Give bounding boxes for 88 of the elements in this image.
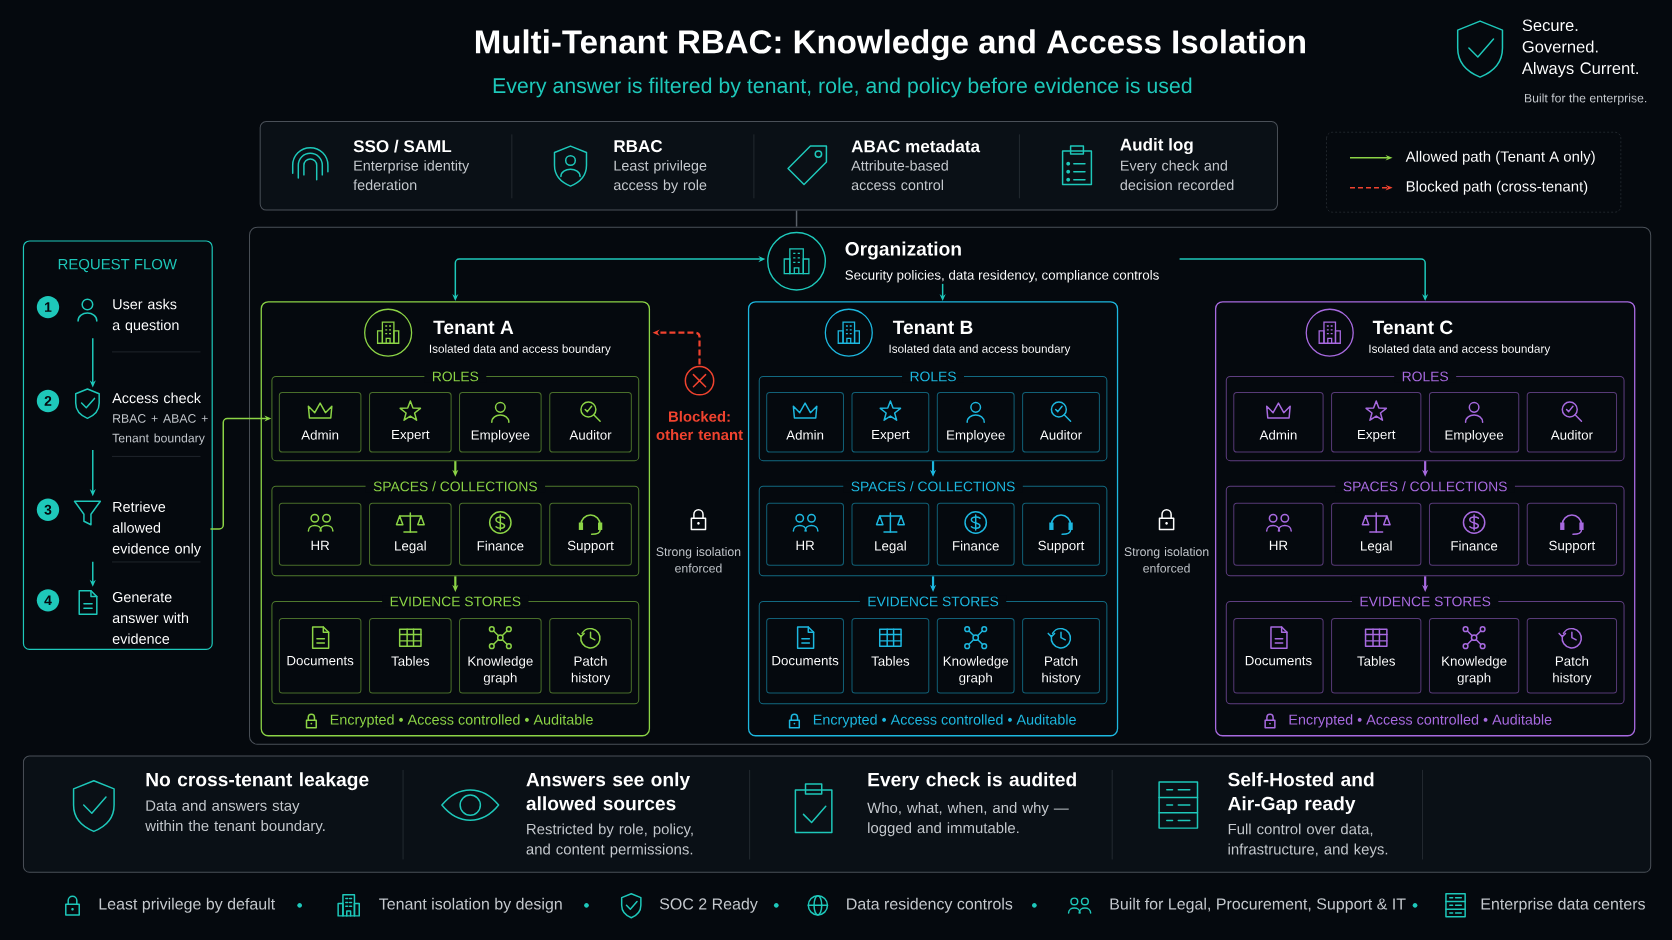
role-card: Auditor (1022, 391, 1100, 453)
step-number: 3 (36, 498, 60, 521)
feature-title: SSO / SAML (353, 139, 452, 153)
blocked-text: Blocked: other tenant (656, 410, 743, 440)
tenant-description: Isolated data and access boundary (889, 344, 1071, 355)
space-card: Support (1022, 502, 1100, 566)
subtitle: Every answer is filtered by tenant, role, and policy before evidence is used (493, 77, 1192, 98)
space-card: Legal (369, 502, 452, 566)
summary-text: Who, what, when, and why — logged and immutable. (867, 801, 1069, 836)
summary-title: No cross-tenant leakage (146, 771, 369, 790)
store-card: Patch history (1526, 617, 1618, 694)
role-card: Expert (851, 391, 930, 453)
store-card: Patch history (549, 617, 632, 694)
legend-text: Blocked path (cross-tenant) (1406, 180, 1588, 195)
security-note: Encrypted • Access controlled • Auditable (1289, 713, 1552, 728)
role-card: Employee (936, 391, 1015, 453)
step-number: 1 (36, 295, 60, 319)
role-card: Auditor (1526, 391, 1618, 453)
feature-description: Attribute-based access control (851, 159, 948, 190)
space-card: Finance (459, 502, 542, 566)
legend-text: Allowed path (Tenant A only) (1405, 150, 1595, 165)
space-card: Support (1526, 502, 1618, 566)
space-card: HR (1233, 502, 1324, 566)
tenant-heading: Tenant B (892, 320, 973, 334)
tenant-description: Isolated data and access boundary (1369, 344, 1551, 355)
store-card: Knowledge graph (459, 617, 542, 694)
space-card: HR (278, 502, 362, 566)
summary-text: Full control over data, infrastructure, and keys. (1228, 823, 1388, 858)
footer-text: Built for Legal, Procurement, Support & IT (1110, 897, 1406, 913)
role-card: Employee (1428, 391, 1520, 453)
title: Multi-Tenant RBAC: Knowledge and Access Isolation (475, 29, 1305, 60)
organization-panel (249, 226, 1652, 745)
space-card: Legal (1331, 502, 1422, 566)
tenant-description: Isolated data and access boundary (429, 344, 611, 355)
summary-text: Restricted by role, policy, and content permissions. (526, 823, 693, 858)
footer-text: SOC 2 Ready (659, 897, 758, 913)
step-text: Access check RBAC + ABAC + Tenant boundary (112, 392, 208, 445)
isolation-note: Strong isolation enforced (656, 546, 741, 573)
tagline: Secure. Governed. Always Current. (1521, 19, 1638, 78)
store-card: Documents (766, 617, 844, 694)
role-card: Admin (766, 391, 844, 453)
store-card: Documents (278, 617, 362, 694)
space-card: Support (549, 502, 632, 566)
tenant-heading: Tenant A (433, 320, 514, 334)
role-card: Expert (1331, 391, 1422, 453)
feature-title: ABAC metadata (851, 139, 981, 153)
store-card: Knowledge graph (936, 617, 1015, 694)
feature-title: RBAC (614, 139, 663, 152)
store-card: Knowledge graph (1428, 617, 1520, 694)
role-card: Admin (278, 391, 362, 453)
step-number: 4 (36, 588, 60, 612)
step-text: Retrieve allowed evidence only (112, 501, 201, 557)
summary-title: Answers see only allowed sources (526, 771, 691, 811)
feature-title: Audit log (1120, 137, 1193, 154)
feature-description: Every check and decision recorded (1120, 159, 1234, 190)
role-card: Admin (1233, 391, 1324, 453)
tagline-note: Built for the enterprise. (1525, 93, 1647, 105)
role-card: Auditor (549, 391, 632, 453)
summary-title: Every check is audited (868, 771, 1076, 790)
store-card: Tables (1331, 617, 1422, 694)
step-text: Generate answer with evidence (112, 591, 189, 644)
isolation-note: Strong isolation enforced (1124, 546, 1209, 573)
organization-description: Security policies, data residency, compliance controls (845, 269, 1159, 283)
space-card: Finance (1428, 502, 1520, 566)
security-note: Encrypted • Access controlled • Auditable (330, 713, 593, 728)
footer-text: Least privilege by default (99, 897, 276, 913)
summary-text: Data and answers stay within the tenant boundary. (145, 799, 325, 834)
store-card: Tables (369, 617, 452, 694)
store-card: Tables (851, 617, 930, 694)
space-card: Legal (851, 502, 930, 566)
tenant-heading: Tenant C (1372, 320, 1453, 334)
summary-title: Self-Hosted and Air-Gap ready (1228, 771, 1374, 814)
feature-description: Enterprise identity federation (353, 159, 470, 190)
security-note: Encrypted • Access controlled • Auditable (813, 713, 1076, 728)
step-text: User asks a question (112, 298, 179, 333)
footer-text: Enterprise data centers (1481, 897, 1645, 913)
step-number: 2 (36, 389, 60, 412)
space-card: HR (766, 502, 844, 566)
role-card: Employee (459, 391, 542, 453)
store-card: Documents (1233, 617, 1324, 694)
footer-text: Tenant isolation by design (379, 897, 562, 913)
feature-description: Least privilege access by role (613, 159, 707, 193)
organization-heading: Organization (845, 241, 961, 260)
store-card: Patch history (1022, 617, 1100, 694)
footer-text: Data residency controls (847, 897, 1013, 913)
role-card: Expert (369, 391, 452, 453)
space-card: Finance (936, 502, 1015, 566)
connector-line (795, 209, 798, 228)
